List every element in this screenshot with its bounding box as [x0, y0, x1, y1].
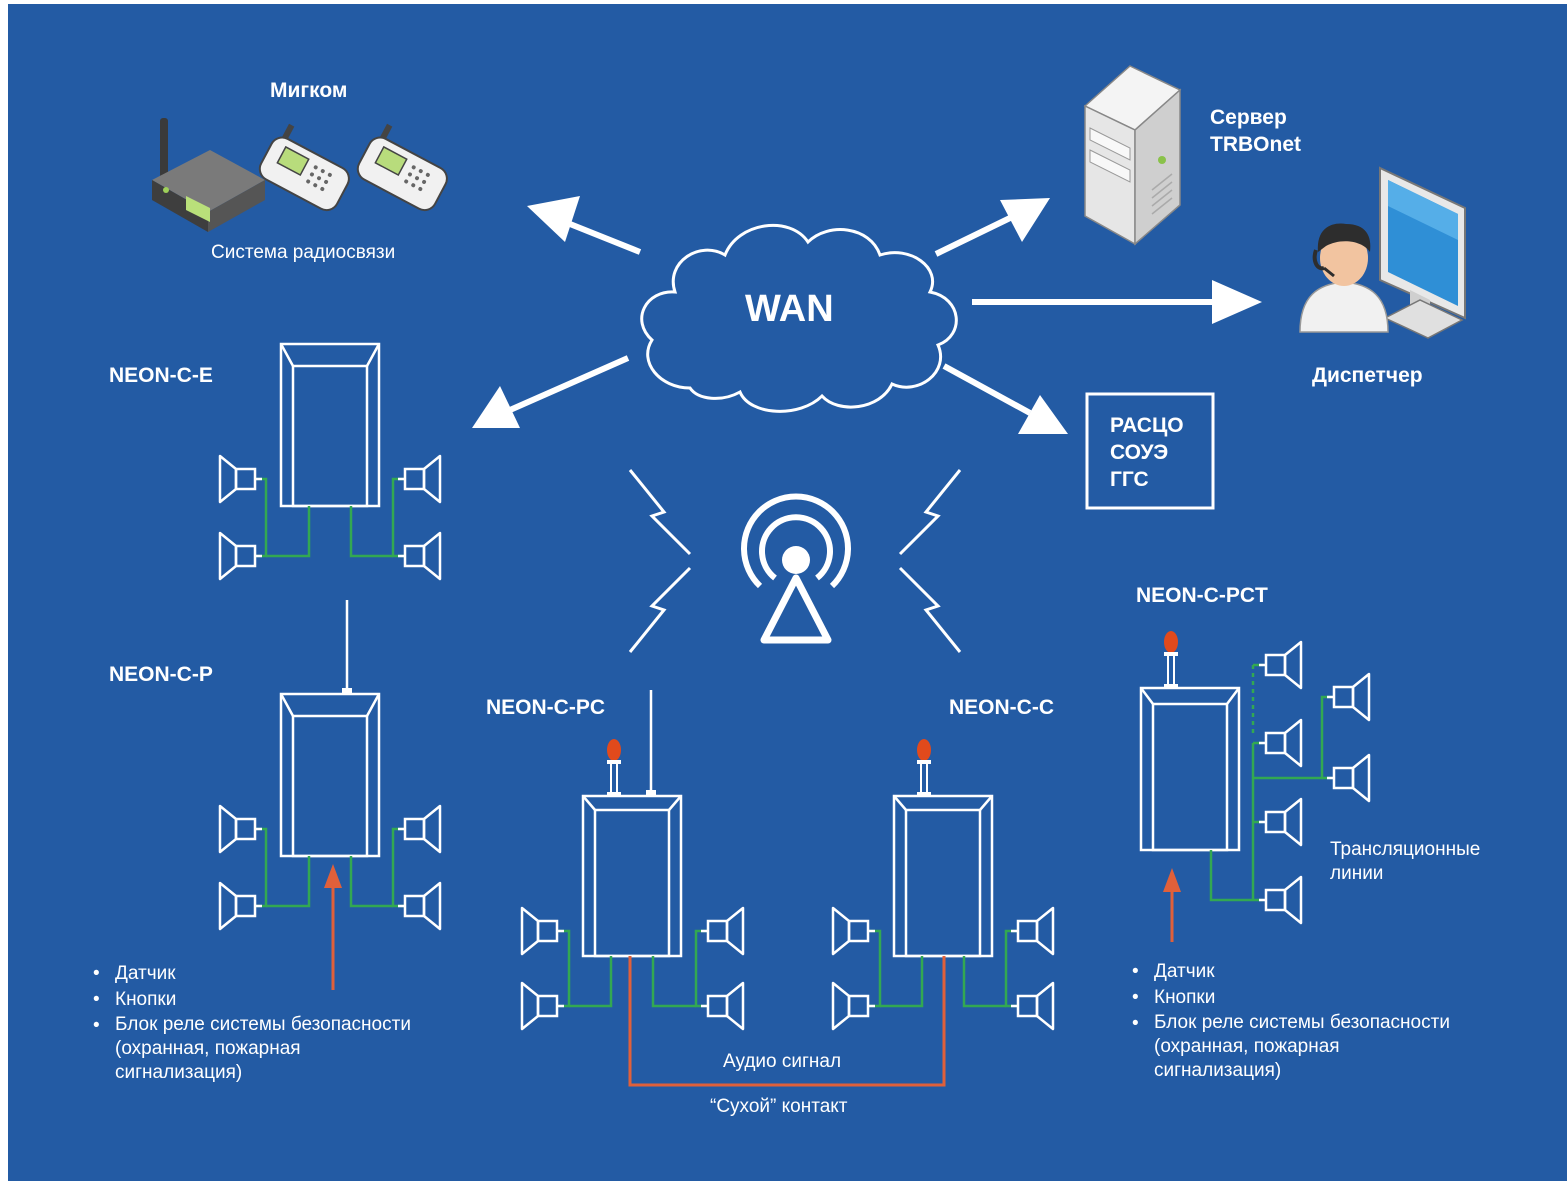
- list-item-text: Кнопки: [115, 989, 177, 1010]
- list-item-text: Блок реле системы безопасности: [1154, 1012, 1450, 1033]
- cabinet-icon: [581, 794, 683, 958]
- dry-contact-link: [628, 956, 946, 1087]
- wan-label: WAN: [745, 288, 834, 330]
- device-label-neon-c-c: NEON-C-C: [949, 696, 1054, 719]
- speaker-icon: [218, 454, 442, 581]
- cabinet-icon: [279, 692, 381, 858]
- inputs-list-left: Датчик Кнопки Блок реле системы безопасн…: [91, 961, 411, 1085]
- speaker-icon: [520, 906, 745, 1031]
- speaker-icon: [218, 804, 442, 931]
- broadcast-lines-label-2: линии: [1330, 863, 1384, 884]
- input-arrow-icon: [1163, 868, 1181, 942]
- list-item: Датчик: [91, 961, 411, 987]
- wiring-neon-c-pc: [558, 929, 708, 1008]
- external-system-box: [1085, 392, 1215, 510]
- dispatcher-label: Диспетчер: [1312, 364, 1423, 387]
- server-label-line2: TRBOnet: [1210, 133, 1301, 156]
- list-item-text: Блок реле системы безопасности: [115, 1014, 411, 1035]
- device-label-neon-c-pct: NEON-C-PCT: [1136, 584, 1268, 607]
- list-item-text: (охранная, пожарная: [1154, 1036, 1340, 1057]
- router-icon: [152, 118, 265, 232]
- dry-contact-label: “Сухой” контакт: [710, 1096, 848, 1117]
- list-item-text: Кнопки: [1154, 987, 1216, 1008]
- arrow-icon: [472, 196, 1262, 434]
- inputs-list-right: Датчик Кнопки Блок реле системы безопасн…: [1130, 959, 1450, 1083]
- audio-signal-label: Аудио сигнал: [723, 1051, 842, 1072]
- list-item: Блок реле системы безопасности (охранная…: [1130, 1011, 1450, 1083]
- broadcast-lines-label-1: Трансляционные: [1330, 839, 1481, 860]
- beacon-lamp-icon: [916, 738, 932, 797]
- radio-system-caption: Система радиосвязи: [211, 242, 396, 263]
- list-item-text: сигнализация): [1154, 1060, 1282, 1081]
- operator-icon: [1299, 223, 1389, 333]
- external-system-line3: ГГС: [1110, 468, 1149, 491]
- device-label-neon-c-e: NEON-C-E: [109, 364, 213, 387]
- wiring-neon-c-pct: [1209, 663, 1332, 902]
- cabinet-icon: [892, 794, 994, 958]
- walkie-talkie-icon: [258, 123, 448, 212]
- beacon-lamp-icon: [1163, 630, 1179, 689]
- external-system-line1: РАСЦО: [1110, 414, 1184, 437]
- external-system-line2: СОУЭ: [1110, 441, 1169, 464]
- list-item: Датчик: [1130, 959, 1450, 985]
- list-item: Блок реле системы безопасности (охранная…: [91, 1013, 411, 1085]
- server-label-line1: Сервер: [1210, 106, 1287, 129]
- list-item: Кнопки: [1130, 985, 1450, 1011]
- device-label-neon-c-p: NEON-C-P: [109, 663, 213, 686]
- list-item: Кнопки: [91, 987, 411, 1013]
- cabinet-icon: [1139, 686, 1241, 852]
- list-item-text: сигнализация): [115, 1062, 243, 1083]
- list-item-text: (охранная, пожарная: [115, 1038, 301, 1059]
- wiring-neon-c-p: [256, 827, 405, 908]
- radio-tower-icon: [741, 493, 851, 644]
- beacon-lamp-icon: [606, 738, 622, 797]
- list-item-text: Датчик: [115, 963, 176, 984]
- wiring-neon-c-e: [256, 477, 405, 558]
- radio-system-title: Мигком: [270, 79, 348, 102]
- server-icon: [1083, 65, 1182, 246]
- cabinet-icon: [279, 342, 381, 508]
- list-item-text: Датчик: [1154, 961, 1215, 982]
- monitor-icon: [1379, 166, 1466, 339]
- device-label-neon-c-pc: NEON-C-PC: [486, 696, 605, 719]
- wan-cloud-icon: [640, 224, 958, 413]
